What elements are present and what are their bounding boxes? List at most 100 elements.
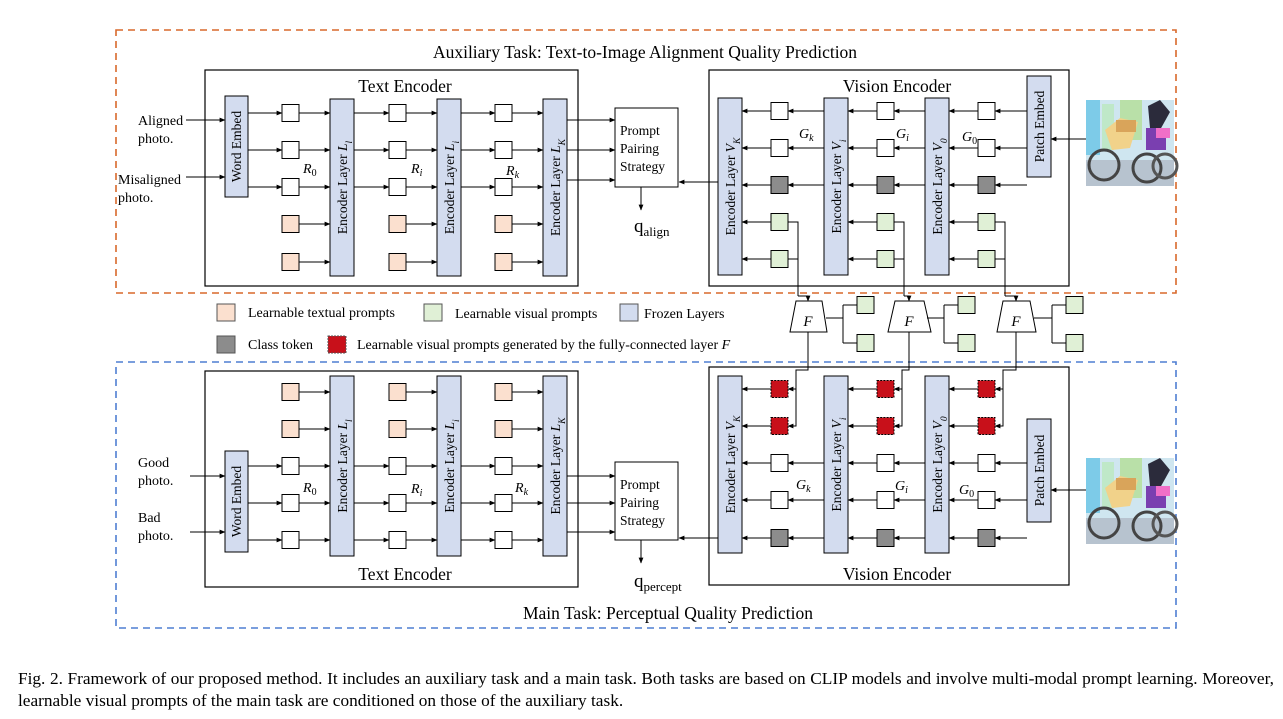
svg-text:Encoder Layer Ll: Encoder Layer Ll <box>335 140 355 234</box>
legend: Learnable textual prompts Learnable visu… <box>216 303 731 354</box>
svg-text:Encoder Layer Ll: Encoder Layer Ll <box>335 419 355 513</box>
main-patch-embed-label: Patch Embed <box>1032 434 1047 506</box>
aux-text-encoder-box <box>204 69 579 287</box>
token-square <box>494 531 513 549</box>
fc-layer-F-3: F <box>996 300 1037 333</box>
textual-prompt-square <box>494 253 513 271</box>
textual-prompt-square <box>388 383 407 401</box>
visual-prompt-square <box>856 296 875 314</box>
aux-input-misaligned: Misaligned <box>118 173 181 188</box>
token-square <box>281 141 300 159</box>
aux-input-misaligned: photo. <box>118 191 153 206</box>
visual-prompt-square <box>856 334 875 352</box>
main-r0-label: R0 <box>302 481 317 498</box>
legend-swatch-generated <box>327 335 347 354</box>
aux-word-embed-label: Word Embed <box>229 111 244 183</box>
aux-g0-label: G0 <box>962 130 977 147</box>
flow-line <box>788 221 799 296</box>
token-square <box>388 494 407 512</box>
token-square <box>770 102 789 120</box>
legend-swatch-frozen <box>619 303 639 322</box>
flow-arrow <box>787 332 809 392</box>
figure-caption: Fig. 2. Framework of our proposed method… <box>18 669 1274 710</box>
framework-diagram: Auxiliary Task: Text-to-Image Alignment … <box>115 29 1179 629</box>
visual-prompt-square <box>957 334 976 352</box>
token-square <box>977 491 996 509</box>
main-input-bad: Bad <box>138 511 161 526</box>
textual-prompt-square <box>388 215 407 233</box>
textual-prompt-square <box>494 383 513 401</box>
token-square <box>876 491 895 509</box>
textual-prompt-square <box>281 215 300 233</box>
legend-swatch-textual <box>216 303 236 322</box>
textual-prompt-square <box>388 420 407 438</box>
svg-text:Encoder Layer Vi: Encoder Layer Vi <box>829 139 849 233</box>
aux-input-image <box>1086 100 1179 186</box>
token-square <box>388 178 407 196</box>
svg-text:Pairing: Pairing <box>620 141 659 156</box>
svg-text:Pairing: Pairing <box>620 495 659 510</box>
class-token-square <box>770 529 789 547</box>
token-square <box>876 139 895 157</box>
visual-prompt-square <box>876 213 895 231</box>
token-square <box>494 178 513 196</box>
visual-prompt-square <box>977 213 996 231</box>
token-square <box>281 457 300 475</box>
aux-word-embed-block <box>224 95 249 198</box>
textual-prompt-square <box>388 253 407 271</box>
aux-gi-label: Gi <box>896 127 909 144</box>
generated-prompt-square <box>977 417 996 435</box>
flow-arrow <box>1005 295 1019 302</box>
main-input-good: Good <box>138 456 169 471</box>
main-vision-layer-0: Encoder Layer V0 <box>924 375 950 554</box>
token-square <box>494 457 513 475</box>
textual-prompt-square <box>494 420 513 438</box>
main-rk-label: Rk <box>514 481 529 498</box>
token-square <box>876 454 895 472</box>
legend-frozen: Frozen Layers <box>644 307 724 322</box>
generated-prompt-square <box>876 417 895 435</box>
main-word-embed-block <box>224 450 249 553</box>
token-square <box>770 491 789 509</box>
textual-prompt-square <box>494 215 513 233</box>
aux-vision-layer-K: Encoder Layer VK <box>717 97 743 276</box>
visual-prompt-square <box>770 250 789 268</box>
aux-r0-label: R0 <box>302 162 317 179</box>
flow-arrow <box>994 389 1004 429</box>
main-prompt-pairing-strategy: Prompt Pairing Strategy <box>614 461 679 541</box>
aux-input-aligned: Aligned <box>138 114 183 129</box>
svg-text:Encoder Layer VK: Encoder Layer VK <box>723 415 743 513</box>
svg-text:Encoder Layer V0: Encoder Layer V0 <box>930 416 950 512</box>
legend-swatch-class-token <box>216 335 236 354</box>
flow-arrow <box>904 295 912 302</box>
svg-text:F: F <box>1010 314 1021 330</box>
main-patch-embed-block <box>1026 418 1052 523</box>
token-square <box>494 104 513 122</box>
visual-prompt-square <box>977 250 996 268</box>
generated-prompt-square <box>977 380 996 398</box>
token-square <box>281 178 300 196</box>
aux-text-layer-i: Encoder Layer Li <box>436 98 462 277</box>
visual-prompt-square <box>770 213 789 231</box>
main-vision-layer-K: Encoder Layer VK <box>717 375 743 554</box>
textual-prompt-square <box>281 253 300 271</box>
flow-arrow <box>787 389 797 429</box>
main-input-good: photo. <box>138 474 173 489</box>
flow-line <box>894 221 905 296</box>
generated-prompt-square <box>770 417 789 435</box>
aux-text-layer-1: Encoder Layer Ll <box>329 98 355 277</box>
main-vision-encoder-title: Vision Encoder <box>843 564 951 584</box>
token-square <box>977 102 996 120</box>
main-text-layer-K: Encoder Layer LK <box>542 375 568 557</box>
q-align-output: qalign <box>634 216 670 239</box>
svg-text:Encoder Layer LK: Encoder Layer LK <box>548 138 568 236</box>
svg-text:Encoder Layer Li: Encoder Layer Li <box>442 419 462 513</box>
aux-patch-embed-block <box>1026 75 1052 178</box>
legend-swatch-visual <box>423 303 443 322</box>
main-ri-label: Ri <box>410 482 423 499</box>
class-token-square <box>770 176 789 194</box>
token-square <box>388 531 407 549</box>
class-token-square <box>876 176 895 194</box>
token-square <box>281 531 300 549</box>
aux-rk-label: Rk <box>505 164 520 181</box>
